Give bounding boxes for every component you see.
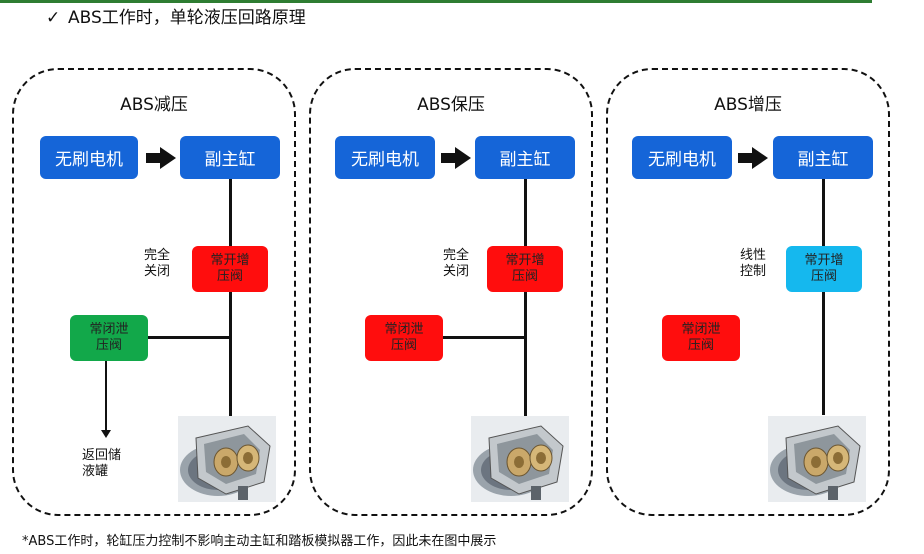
master-cylinder-box: 副主缸 (475, 136, 575, 179)
outlet-valve-label-line1: 常闭泄 (384, 322, 424, 337)
brake-caliper-icon (178, 416, 276, 502)
brake-caliper-icon (768, 416, 866, 502)
master-cylinder-box: 副主缸 (180, 136, 280, 179)
inlet-valve-label-line2: 压阀 (216, 269, 243, 284)
inlet-valve-label-line2: 压阀 (810, 269, 837, 284)
inlet-valve: 常开增压阀 (192, 246, 268, 292)
inlet-state-line1: 线性 (740, 248, 767, 263)
inlet-state-line1: 完全 (144, 248, 171, 263)
panel-title: ABS保压 (417, 95, 485, 115)
inlet-state-line1: 完全 (443, 248, 470, 263)
panel-abs-hold: ABS保压 无刷电机 副主缸 完全 关闭 常开增压阀 常闭泄压阀 (309, 68, 593, 516)
outlet-valve: 常闭泄压阀 (662, 315, 740, 361)
right-arrow-icon (441, 147, 471, 169)
master-cylinder-box: 副主缸 (773, 136, 873, 179)
outlet-valve-label-line2: 压阀 (687, 338, 714, 353)
return-line (105, 361, 107, 433)
hydraulic-line-branch (441, 336, 527, 339)
inlet-state-label: 线性 控制 (740, 248, 766, 280)
page-title-text: ABS工作时，单轮液压回路原理 (68, 8, 306, 28)
return-label: 返回储 液罐 (82, 448, 121, 480)
return-label-line2: 液罐 (82, 464, 109, 479)
hydraulic-line-main (524, 179, 527, 419)
inlet-state-line2: 关闭 (443, 264, 470, 279)
inlet-valve: 常开增压阀 (487, 246, 563, 292)
inlet-state-line2: 控制 (740, 264, 767, 279)
outlet-valve: 常闭泄压阀 (365, 315, 443, 361)
inlet-valve-label-line1: 常开增 (210, 253, 250, 268)
inlet-state-label: 完全 关闭 (144, 248, 170, 280)
inlet-valve: 常开增压阀 (786, 246, 862, 292)
motor-box: 无刷电机 (40, 136, 138, 179)
motor-box: 无刷电机 (335, 136, 435, 179)
motor-box: 无刷电机 (632, 136, 732, 179)
inlet-state-label: 完全 关闭 (443, 248, 469, 280)
outlet-valve: 常闭泄压阀 (70, 315, 148, 361)
inlet-valve-label-line1: 常开增 (804, 253, 844, 268)
panel-title: ABS增压 (714, 95, 782, 115)
outlet-valve-label-line1: 常闭泄 (681, 322, 721, 337)
down-arrow-icon (101, 430, 111, 438)
hydraulic-line-main (822, 179, 825, 415)
outlet-valve-label-line1: 常闭泄 (89, 322, 129, 337)
inlet-valve-label-line1: 常开增 (505, 253, 545, 268)
outlet-valve-label-line2: 压阀 (95, 338, 122, 353)
brake-caliper-icon (471, 416, 569, 502)
right-arrow-icon (738, 147, 768, 169)
hydraulic-line-branch (148, 336, 232, 339)
panel-abs-increase: ABS增压 无刷电机 副主缸 线性 控制 常开增压阀 常闭泄压阀 (606, 68, 890, 516)
header-accent-line (0, 0, 872, 3)
check-icon: ✓ (46, 8, 61, 28)
panel-title: ABS减压 (120, 95, 188, 115)
inlet-valve-label-line2: 压阀 (511, 269, 538, 284)
page-title: ✓ ABS工作时，单轮液压回路原理 (46, 6, 306, 30)
right-arrow-icon (146, 147, 176, 169)
panel-abs-decrease: ABS减压 无刷电机 副主缸 完全 关闭 常开增压阀 常闭泄压阀 返回储 液罐 (12, 68, 296, 516)
outlet-valve-label-line2: 压阀 (390, 338, 417, 353)
return-label-line1: 返回储 (82, 448, 122, 463)
hydraulic-line-main (229, 179, 232, 419)
inlet-state-line2: 关闭 (144, 264, 171, 279)
footnote: *ABS工作时，轮缸压力控制不影响主动主缸和踏板模拟器工作，因此未在图中展示 (22, 534, 497, 549)
